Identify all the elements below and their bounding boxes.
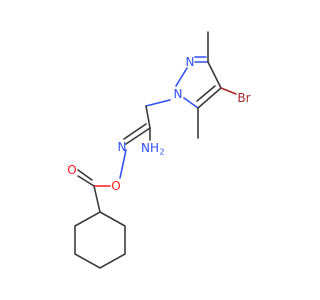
structure-drawing: N N Br N NH 2 O O xyxy=(67,31,251,269)
atom-amine: NH xyxy=(141,141,159,155)
atom-br: Br xyxy=(237,91,250,105)
bond-c3-c4 xyxy=(207,61,222,89)
atom-n2: N xyxy=(186,55,195,69)
atom-carbonyl-o: O xyxy=(67,163,76,177)
bond-carbonyl-cyclohexyl xyxy=(93,185,101,213)
bond-c4-c5 xyxy=(197,87,222,109)
atom-n1: N xyxy=(174,87,183,101)
bond-c5-n1 xyxy=(183,97,199,109)
atom-oxime-o: O xyxy=(111,179,120,193)
bond-carbonyl-o xyxy=(77,175,95,187)
atom-imine-n: N xyxy=(118,140,127,154)
bond-c-n-double-a xyxy=(125,127,151,145)
cyclohexane-ring xyxy=(74,211,126,269)
bond-c4-c5-double xyxy=(196,85,216,102)
molecule-diagram: N N Br N NH 2 O O xyxy=(67,31,251,269)
bond-n-o xyxy=(119,149,127,179)
bond-c4-br xyxy=(220,87,237,95)
bond-n1-ch2 xyxy=(145,99,171,107)
bond-c-n-double-b xyxy=(123,123,147,140)
bond-ch2-c xyxy=(145,105,151,129)
bond-n1-n2 xyxy=(175,67,188,87)
bond-carbonyl-o-double xyxy=(77,169,93,181)
atom-amine-subscript: 2 xyxy=(159,148,164,157)
